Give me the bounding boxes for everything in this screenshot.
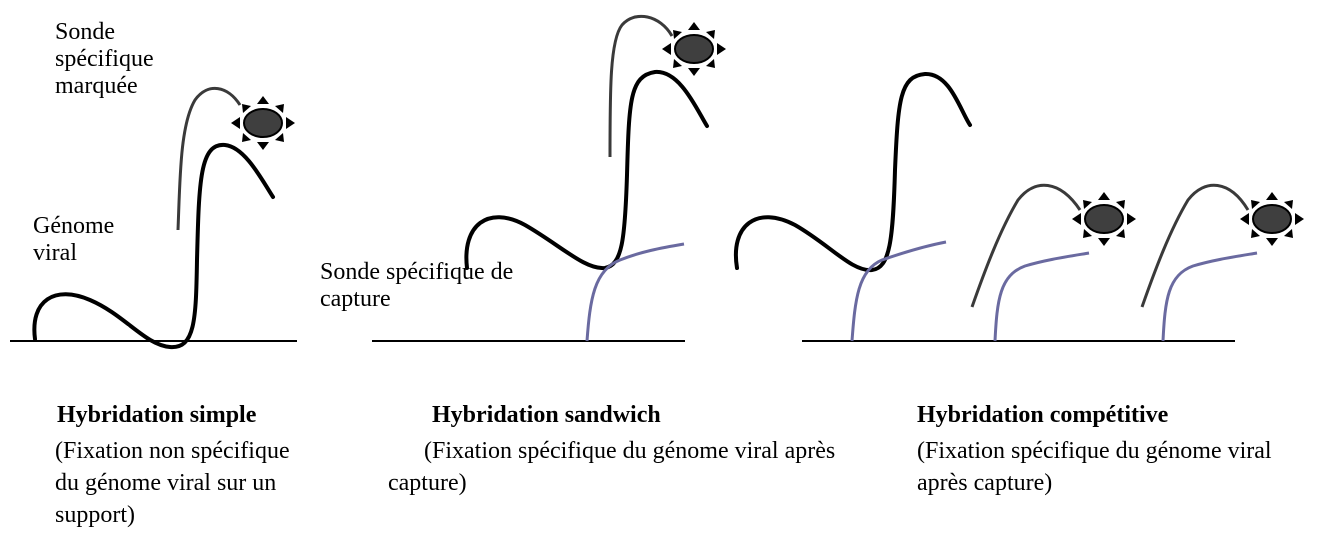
capture-probe-strand <box>587 244 684 341</box>
capture-probe-strand <box>995 253 1089 341</box>
capture-probe-strand <box>1163 253 1257 341</box>
sun-label-icon <box>1240 192 1304 246</box>
panel-title-competitive: Hybridation compétitive <box>917 402 1168 429</box>
panel-caption-sandwich: (Fixation spécifique du génome viral apr… <box>388 435 858 499</box>
labeled-probe-strand <box>1142 185 1248 307</box>
capture-probe-strand <box>852 242 946 341</box>
panel-title-simple: Hybridation simple <box>57 402 256 429</box>
sun-label-icon <box>662 22 726 76</box>
labeled-probe-strand <box>178 88 240 230</box>
panel-caption-competitive: (Fixation spécifique du génome viral apr… <box>917 435 1317 499</box>
viral-genome-strand <box>736 74 970 270</box>
panel-caption-simple: (Fixation non spécifique du génome viral… <box>55 435 305 531</box>
labeled-probe-strand <box>610 16 672 157</box>
viral-genome-strand <box>466 72 707 268</box>
panel-title-sandwich: Hybridation sandwich <box>432 402 661 429</box>
labeled-probe-label: Sonde spécifique marquée <box>55 19 154 100</box>
capture-probe-label: Sonde spécifique de capture <box>320 259 513 313</box>
viral-genome-label: Génome viral <box>33 213 114 267</box>
labeled-probe-strand <box>972 185 1080 307</box>
sun-label-icon <box>1072 192 1136 246</box>
